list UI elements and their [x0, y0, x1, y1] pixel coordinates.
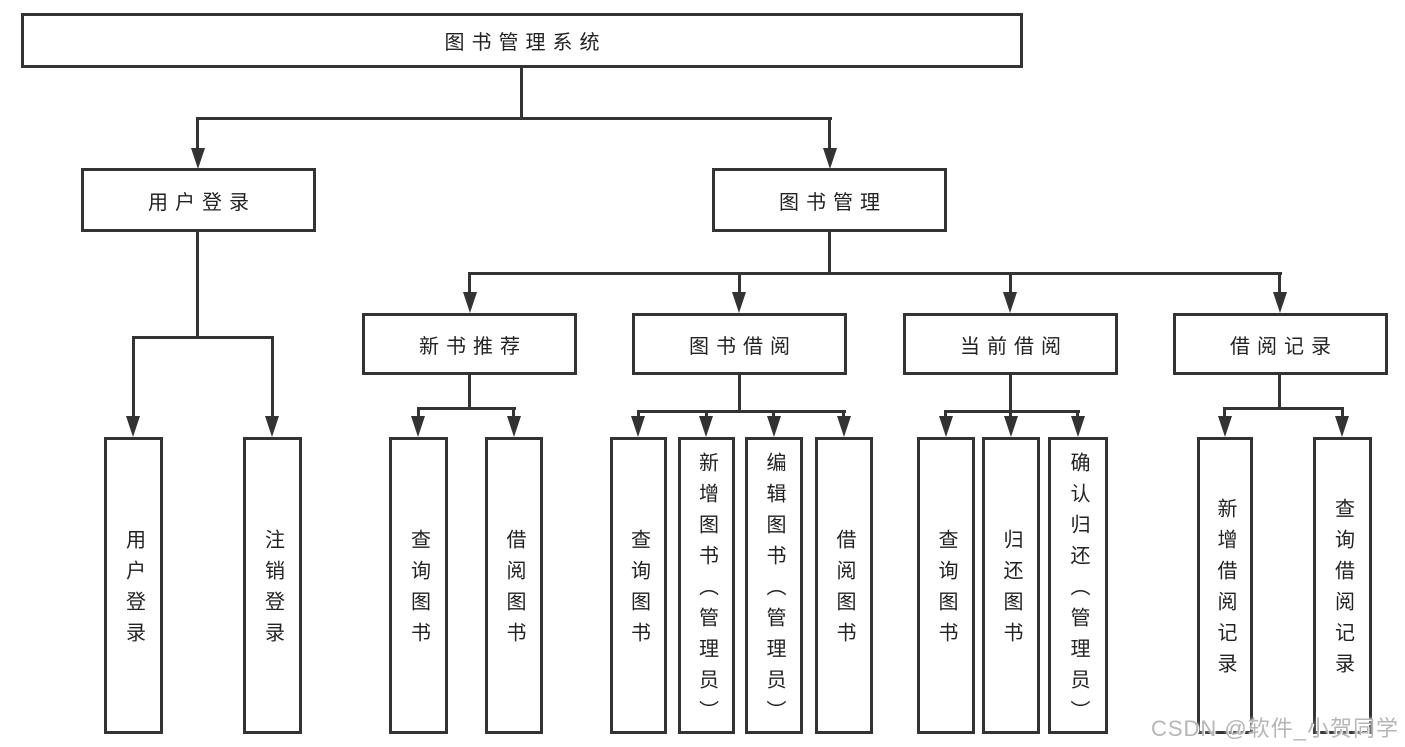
- arrowhead-icon: [191, 148, 205, 169]
- node-leaf-add-book-admin: 新增图书（管理员）: [678, 437, 735, 734]
- node-leaf-query-book-borrow: 查询图书: [610, 437, 667, 734]
- arrowhead-icon: [699, 416, 713, 437]
- arrowhead-icon: [411, 416, 425, 437]
- node-root-label: 图书管理系统: [444, 32, 607, 54]
- connector-line: [944, 410, 947, 419]
- connector-line: [828, 232, 831, 272]
- connector-line: [1223, 407, 1226, 419]
- node-leaf-add-book-admin-label: 新增图书（管理员）: [695, 451, 718, 731]
- node-leaf-borrow-book-recommend-label: 借阅图书: [503, 529, 525, 653]
- node-leaf-return-book-label: 归还图书: [1000, 529, 1022, 653]
- node-user-login-label: 用户登录: [148, 191, 256, 214]
- node-borrow-record: 借阅记录: [1173, 313, 1388, 375]
- arrowhead-icon: [823, 148, 837, 169]
- connector-line: [468, 272, 1282, 275]
- arrowhead-icon: [1004, 416, 1018, 437]
- connector-line: [772, 410, 775, 419]
- node-leaf-logout: 注销登录: [243, 437, 302, 734]
- node-book-borrow-label: 图书借阅: [689, 335, 797, 358]
- node-new-book-recommend: 新书推荐: [362, 313, 577, 375]
- node-borrow-record-label: 借阅记录: [1230, 335, 1338, 358]
- connector-line: [738, 375, 741, 410]
- node-leaf-user-login: 用户登录: [104, 437, 163, 734]
- node-leaf-confirm-return-admin-label: 确认归还（管理员）: [1067, 451, 1089, 731]
- connector-line: [512, 407, 515, 419]
- connector-line: [196, 232, 199, 336]
- node-book-borrow: 图书借阅: [632, 313, 847, 375]
- node-leaf-query-book-current-label: 查询图书: [935, 529, 957, 653]
- connector-line: [1341, 407, 1344, 419]
- connector-line: [944, 410, 1080, 413]
- connector-line: [738, 272, 741, 295]
- arrowhead-icon: [126, 416, 140, 437]
- arrowhead-icon: [939, 416, 953, 437]
- connector-line: [828, 117, 831, 151]
- node-leaf-query-borrow-record-label: 查询借阅记录: [1331, 498, 1354, 684]
- arrowhead-icon: [1071, 416, 1085, 437]
- connector-line: [417, 407, 516, 410]
- connector-line: [520, 68, 523, 117]
- connector-line: [417, 407, 420, 419]
- connector-line: [271, 336, 274, 419]
- node-leaf-user-login-label: 用户登录: [122, 529, 145, 653]
- connector-line: [1076, 410, 1079, 419]
- csdn-watermark: CSDN @软件_小贺同学: [1150, 716, 1399, 741]
- node-leaf-query-book-current: 查询图书: [917, 437, 975, 734]
- node-root: 图书管理系统: [21, 13, 1023, 68]
- node-leaf-edit-book-admin-label: 编辑图书（管理员）: [763, 451, 785, 731]
- node-user-login: 用户登录: [81, 168, 316, 232]
- connector-line: [1009, 410, 1012, 419]
- connector-line: [468, 375, 471, 407]
- arrowhead-icon: [507, 416, 521, 437]
- connector-line: [1223, 407, 1344, 410]
- node-leaf-query-book-recommend: 查询图书: [389, 437, 448, 734]
- arrowhead-icon: [1335, 416, 1349, 437]
- arrowhead-icon: [463, 292, 477, 313]
- connector-line: [637, 410, 846, 413]
- node-book-management: 图书管理: [712, 168, 947, 232]
- node-current-borrow-label: 当前借阅: [960, 335, 1068, 358]
- connector-line: [468, 272, 471, 295]
- connector-line: [196, 117, 832, 120]
- connector-line: [1278, 272, 1281, 295]
- arrowhead-icon: [631, 416, 645, 437]
- connector-line: [1278, 375, 1281, 407]
- arrowhead-icon: [1273, 292, 1287, 313]
- connector-line: [1009, 272, 1012, 295]
- node-leaf-query-book-borrow-label: 查询图书: [627, 529, 650, 653]
- connector-line: [705, 410, 708, 419]
- arrowhead-icon: [1218, 416, 1232, 437]
- node-leaf-return-book: 归还图书: [982, 437, 1040, 734]
- node-leaf-edit-book-admin: 编辑图书（管理员）: [745, 437, 803, 734]
- node-leaf-borrow-book-label: 借阅图书: [833, 529, 855, 653]
- arrowhead-icon: [1003, 292, 1017, 313]
- node-leaf-confirm-return-admin: 确认归还（管理员）: [1048, 437, 1108, 734]
- arrowhead-icon: [837, 416, 851, 437]
- connector-line: [842, 410, 845, 419]
- connector-line: [132, 336, 135, 419]
- node-leaf-borrow-book: 借阅图书: [815, 437, 873, 734]
- connector-line: [1009, 375, 1012, 410]
- node-leaf-add-borrow-record: 新增借阅记录: [1197, 437, 1253, 734]
- arrowhead-icon: [767, 416, 781, 437]
- node-new-book-recommend-label: 新书推荐: [419, 335, 527, 358]
- node-current-borrow: 当前借阅: [903, 313, 1118, 375]
- node-leaf-add-borrow-record-label: 新增借阅记录: [1214, 498, 1236, 684]
- connector-line: [132, 336, 274, 339]
- connector-line: [196, 117, 199, 151]
- node-leaf-query-borrow-record: 查询借阅记录: [1313, 437, 1372, 734]
- arrowhead-icon: [732, 292, 746, 313]
- node-book-management-label: 图书管理: [779, 191, 887, 214]
- arrowhead-icon: [265, 416, 279, 437]
- node-leaf-borrow-book-recommend: 借阅图书: [485, 437, 543, 734]
- connector-line: [637, 410, 640, 419]
- node-leaf-query-book-recommend-label: 查询图书: [407, 529, 430, 653]
- node-leaf-logout-label: 注销登录: [261, 529, 284, 653]
